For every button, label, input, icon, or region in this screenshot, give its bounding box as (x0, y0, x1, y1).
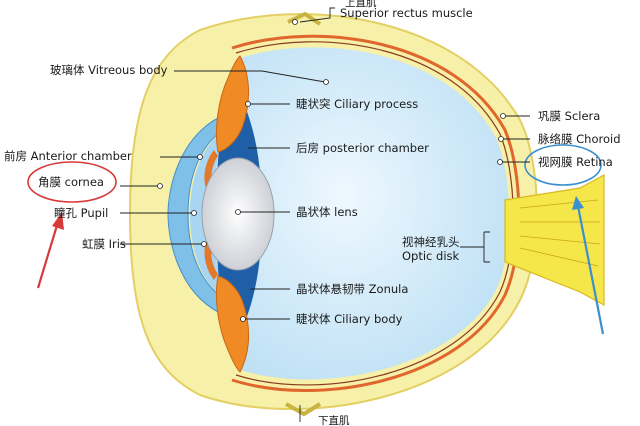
choroid-label: 脉络膜 Choroid (538, 132, 621, 146)
inferior-rectus-shape (285, 402, 322, 417)
superior-rectus-label: Superior rectus muscle (340, 6, 473, 20)
retina-highlight-circle (524, 144, 602, 186)
top-cut-label: 上直肌 (345, 0, 377, 9)
ciliary-body-label: 睫状体 Ciliary body (296, 312, 403, 326)
leader-lines (120, 7, 530, 422)
bottom-cut-label: 下直肌 (318, 414, 350, 426)
vitreous-label: 玻璃体 Vitreous body (50, 63, 168, 77)
retina-label: 视网膜 Retina (538, 155, 613, 169)
zonula-label: 晶状体悬韧带 Zonula (296, 282, 408, 296)
ciliary-body-lower (215, 275, 250, 373)
cornea-label: 角膜 cornea (38, 175, 104, 189)
vitreous-body (212, 47, 510, 380)
optic-disk-cn-label: 视神经乳头 (402, 235, 460, 249)
cornea-highlight-circle (27, 161, 117, 203)
anterior-chamber-label: 前房 Anterior chamber (4, 149, 132, 163)
optic-disk-en-label: Optic disk (402, 249, 460, 263)
iris-lower (204, 242, 218, 280)
ciliary-process-label: 睫状突 Ciliary process (296, 97, 418, 111)
pupil-label: 瞳孔 Pupil (54, 206, 108, 220)
iris-upper (204, 150, 218, 188)
superior-rectus-shape (287, 11, 322, 26)
red-arrow (36, 212, 64, 289)
iris-label: 虹膜 Iris (82, 237, 126, 251)
sclera-label: 巩膜 Sclera (538, 109, 600, 123)
posterior-chamber-label: 后房 posterior chamber (296, 141, 429, 155)
blue-arrow (572, 196, 605, 335)
lens-label: 晶状体 lens (296, 205, 358, 219)
